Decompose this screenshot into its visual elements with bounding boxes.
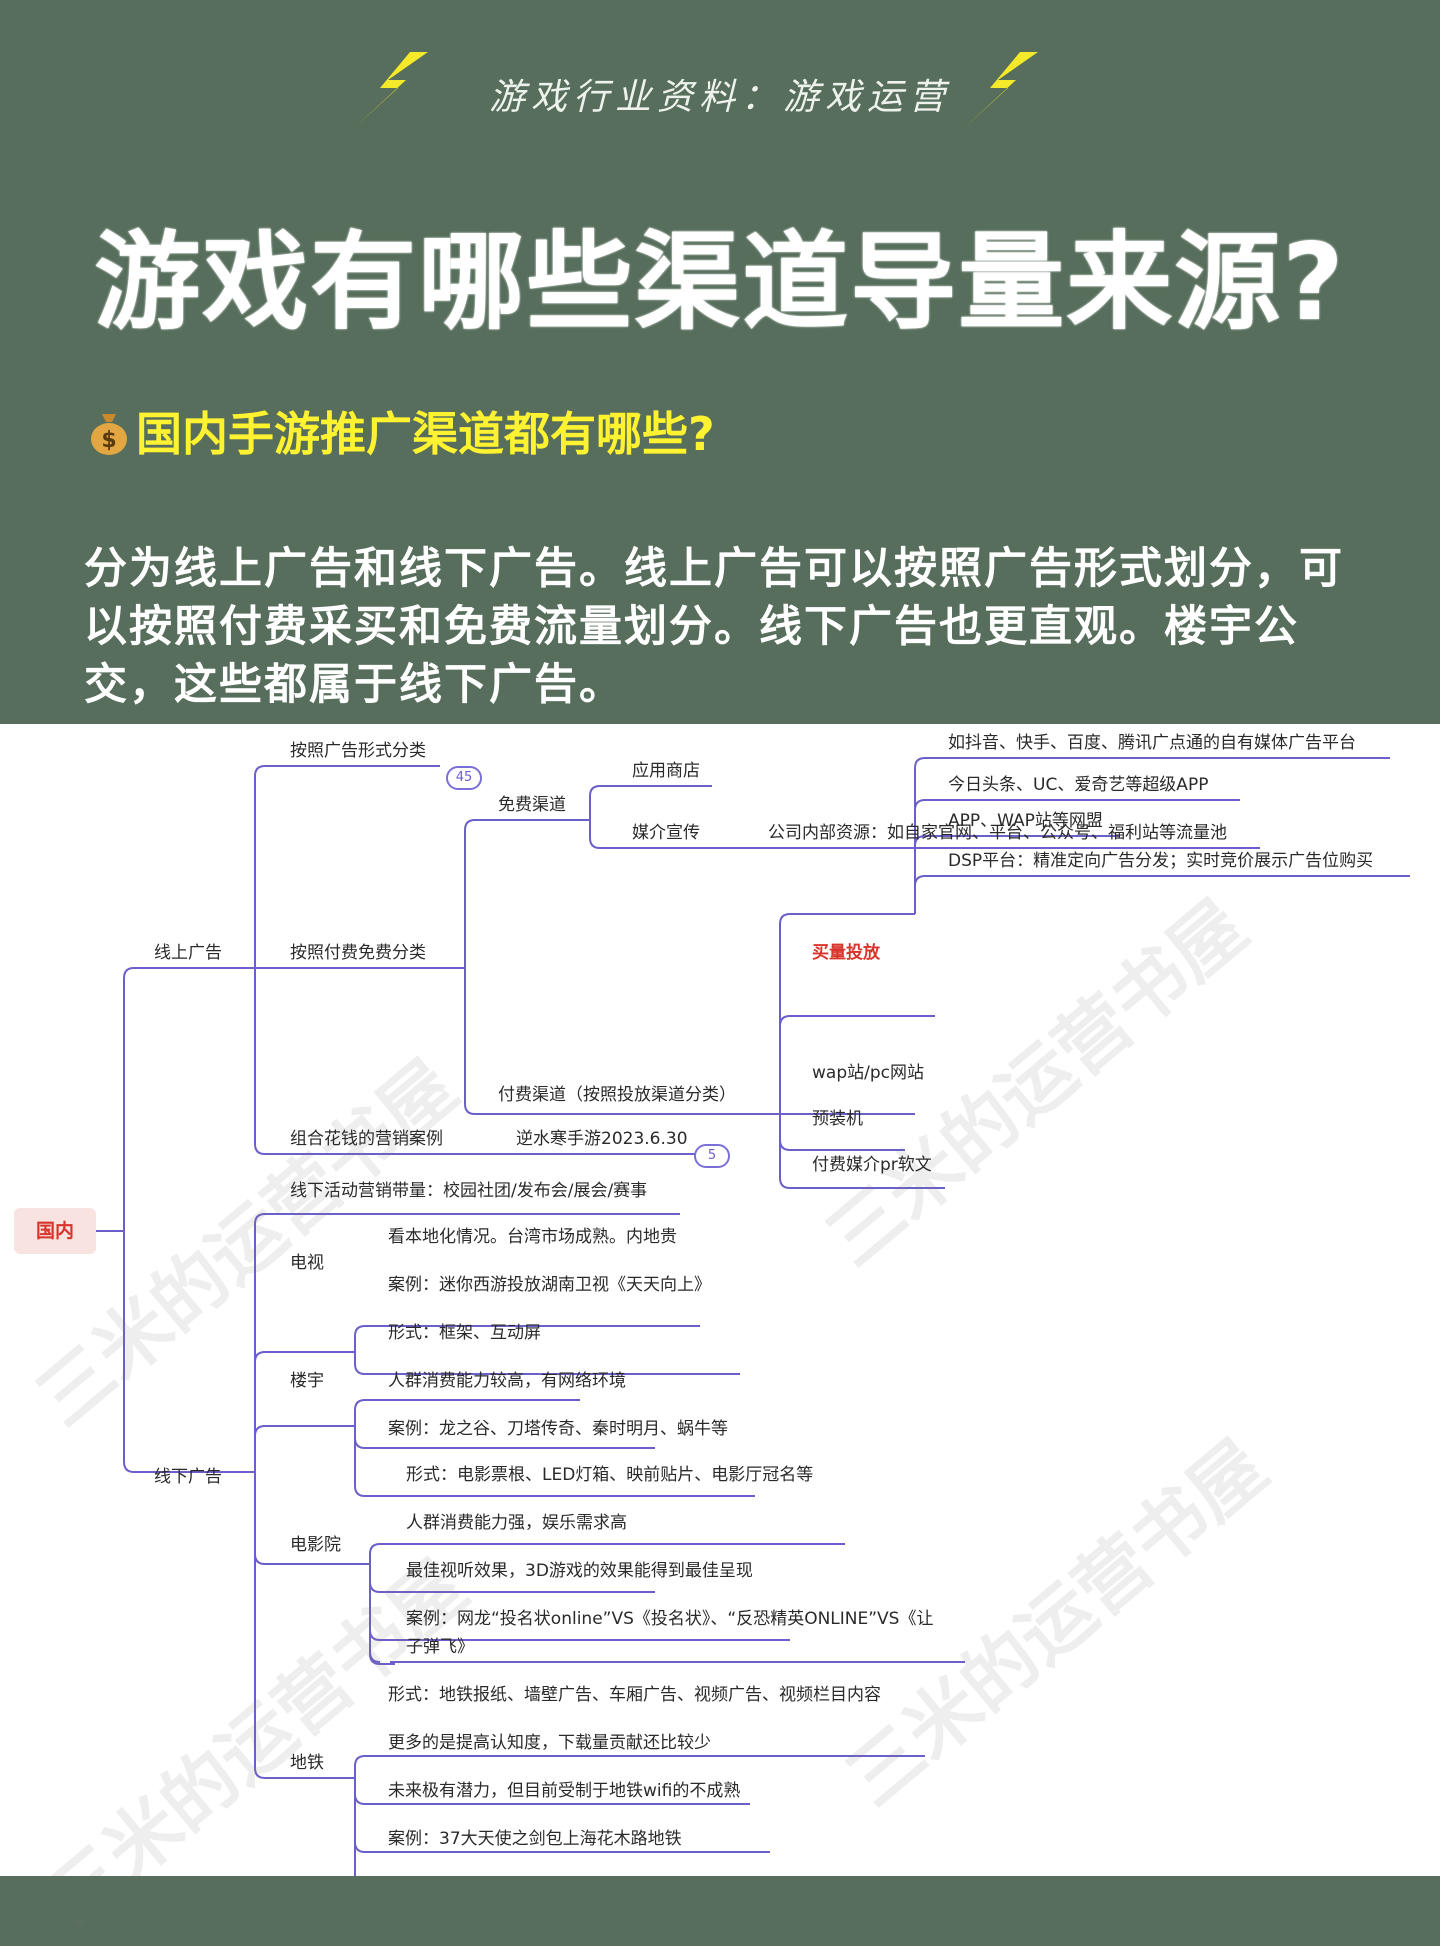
node-buy-item: DSP平台：精准定向广告分发；实时竞价展示广告位购买 bbox=[948, 851, 1374, 871]
page-title: 游戏有哪些渠道导量来源? bbox=[94, 221, 1346, 344]
node-building: 楼宇 bbox=[290, 1371, 324, 1391]
node-paid: 付费渠道（按照投放渠道分类） bbox=[498, 1085, 736, 1105]
node-event: 线下活动营销带量：校园社团/发布会/展会/赛事 bbox=[290, 1181, 648, 1201]
node-by-form: 按照广告形式分类 bbox=[290, 741, 426, 761]
mind-map: 三米的运营书屋 三米的运营书屋 三米的运营书屋 三米的运营书屋 国内 线上广告 … bbox=[0, 724, 1440, 1943]
root-node: 国内 bbox=[14, 1208, 96, 1254]
subtitle: $ 国内手游推广渠道都有哪些? bbox=[88, 398, 715, 464]
node-building-item: 人群消费能力较高，有网络环境 bbox=[388, 1371, 626, 1391]
node-metro-item: 未来极有潜力，但目前受制于地铁wifi的不成熟 bbox=[388, 1781, 741, 1801]
node-metro-item: 案例：37大天使之剑包上海花木路地铁 bbox=[388, 1829, 682, 1849]
node-media-detail: 公司内部资源：如自家官网、平台、公众号、福利站等流量池 bbox=[768, 823, 1227, 843]
node-building-item: 案例：龙之谷、刀塔传奇、秦时明月、蜗牛等 bbox=[388, 1419, 728, 1439]
node-metro: 地铁 bbox=[290, 1753, 324, 1773]
node-buy-item: 今日头条、UC、爱奇艺等超级APP bbox=[948, 775, 1209, 795]
subtitle-text: 国内手游推广渠道都有哪些? bbox=[136, 407, 715, 461]
node-free: 免费渠道 bbox=[498, 795, 566, 815]
node-tv-item: 案例：迷你西游投放湖南卫视《天天向上》 bbox=[388, 1275, 711, 1295]
node-buy: 买量投放 bbox=[812, 943, 880, 963]
node-app-store: 应用商店 bbox=[632, 761, 700, 781]
tag-line: 游戏行业资料：游戏运营 bbox=[488, 77, 951, 118]
node-combo-case: 逆水寒手游2023.6.30 bbox=[516, 1129, 688, 1149]
node-media: 媒介宣传 bbox=[632, 823, 700, 843]
lightning-icon bbox=[964, 52, 1038, 128]
bottom-band bbox=[0, 1876, 1440, 1920]
node-building-item: 形式：框架、互动屏 bbox=[388, 1323, 541, 1343]
node-metro-item: 更多的是提高认知度，下载量贡献还比较少 bbox=[388, 1733, 711, 1753]
node-cinema-item: 最佳视听效果，3D游戏的效果能得到最佳呈现 bbox=[406, 1561, 753, 1581]
node-by-pay: 按照付费免费分类 bbox=[290, 943, 426, 963]
node-cinema-item: 形式：电影票根、LED灯箱、映前贴片、电影厅冠名等 bbox=[406, 1465, 814, 1485]
collapse-badge[interactable]: 45 bbox=[446, 766, 482, 790]
node-wap: wap站/pc网站 bbox=[812, 1063, 924, 1083]
node-cinema-item: 子弹飞》 bbox=[406, 1637, 474, 1657]
node-metro-item: 形式：地铁报纸、墙壁广告、车厢广告、视频广告、视频栏目内容 bbox=[388, 1685, 881, 1705]
node-combo: 组合花钱的营销案例 bbox=[290, 1129, 443, 1149]
mind-map-connectors bbox=[96, 757, 1410, 1876]
node-cinema-item: 人群消费能力强，娱乐需求高 bbox=[406, 1513, 627, 1533]
money-bag-icon: $ bbox=[91, 414, 127, 455]
node-preinstall: 预装机 bbox=[812, 1109, 863, 1129]
node-online: 线上广告 bbox=[154, 943, 222, 963]
node-cinema-item: 案例：网龙“投名状online”VS《投名状》、“反恐精英ONLINE”VS《让 bbox=[406, 1609, 934, 1629]
header-section: 游戏行业资料：游戏运营 游戏有哪些渠道导量来源? $ 国内手游推广渠道都有哪些?… bbox=[0, 0, 1440, 724]
node-tv-item: 看本地化情况。台湾市场成熟。内地贵 bbox=[388, 1227, 677, 1247]
svg-text:$: $ bbox=[101, 428, 116, 453]
collapse-badge[interactable]: 5 bbox=[694, 1144, 730, 1168]
node-tv: 电视 bbox=[290, 1253, 324, 1273]
node-pr: 付费媒介pr软文 bbox=[812, 1155, 932, 1175]
node-cinema: 电影院 bbox=[290, 1535, 341, 1555]
node-offline: 线下广告 bbox=[154, 1467, 222, 1487]
intro-paragraph: 分为线上广告和线下广告。线上广告可以按照广告形式划分，可以按照付费采买和免费流量… bbox=[84, 544, 1344, 710]
node-buy-item: APP、WAP站等网盟 bbox=[948, 811, 1103, 831]
node-buy-item: 如抖音、快手、百度、腾讯广点通的自有媒体广告平台 bbox=[948, 733, 1356, 753]
